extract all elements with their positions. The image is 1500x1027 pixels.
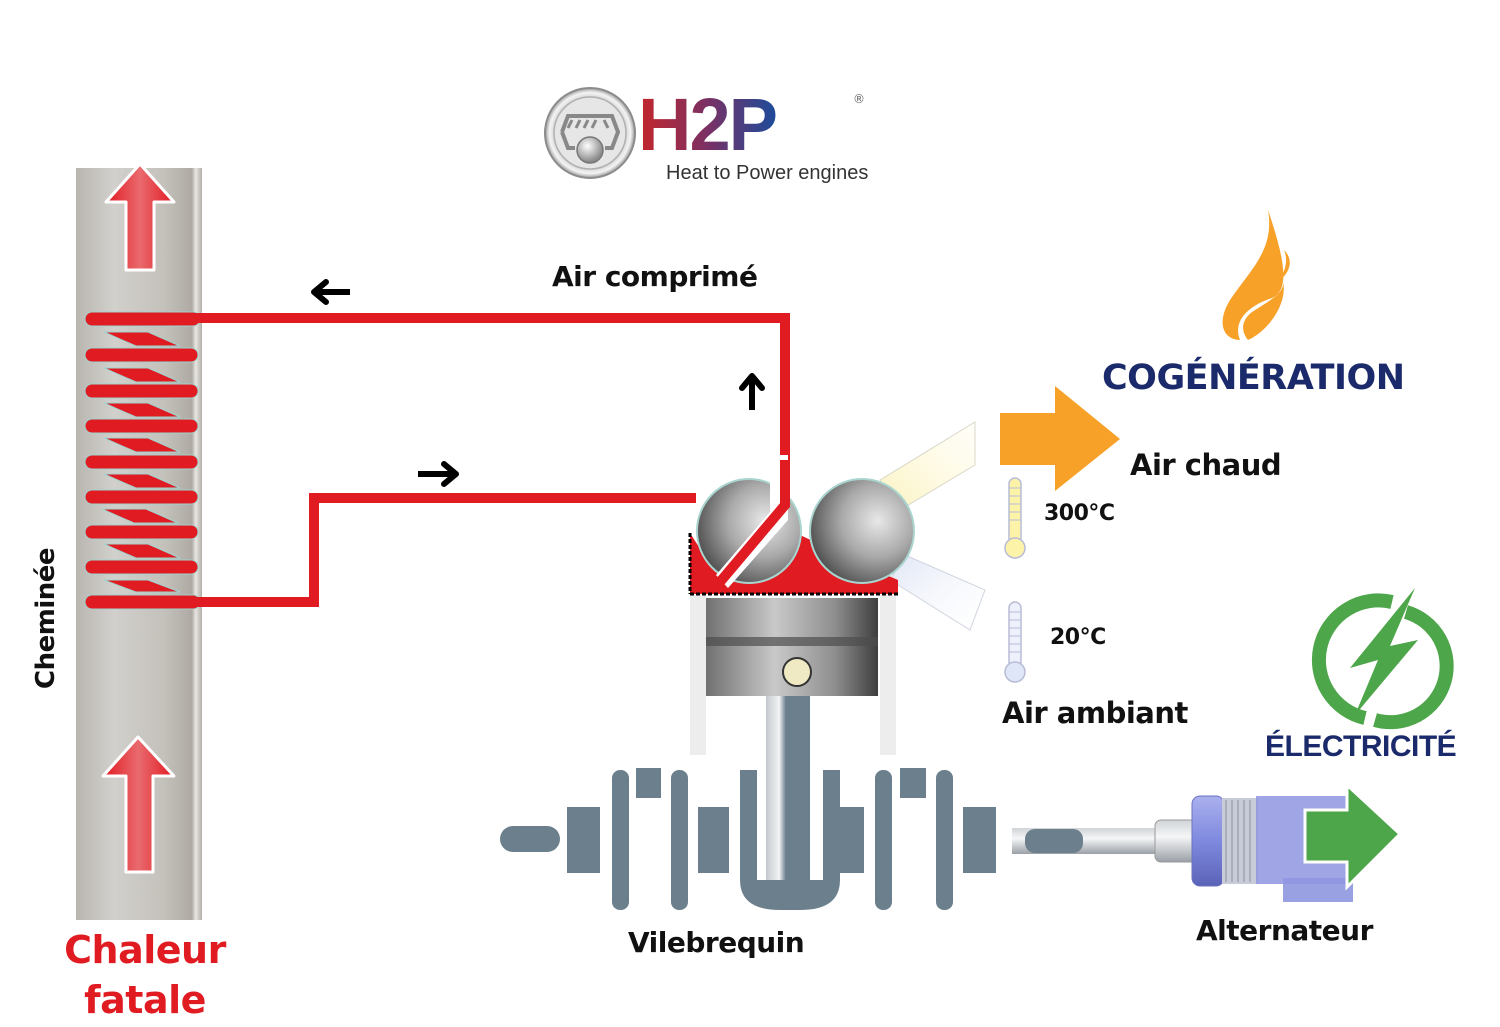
ambient-air-beam (889, 554, 986, 631)
chimney (76, 162, 202, 920)
ambient-thermometer-icon (1004, 601, 1026, 683)
lightning-bolt-icon (1311, 588, 1454, 730)
heat-rising-arrow-bottom-icon (101, 735, 176, 874)
hot-air-output-arrow-icon (1000, 386, 1120, 491)
brand-tagline: Heat to Power engines (666, 162, 869, 184)
flame-icon (1222, 210, 1290, 340)
electricity-output-arrow-icon (1303, 781, 1403, 891)
ambient-temperature-readout: 20°C (1050, 625, 1106, 650)
waste-heat-line-1: Chaleur (64, 928, 226, 972)
crankshaft (500, 696, 996, 910)
exhaust-valve (809, 478, 915, 584)
alternator (1012, 795, 1353, 902)
crankshaft-label: Vilebrequin (628, 926, 805, 959)
piston (706, 598, 878, 696)
ambient-air-label: Air ambiant (1002, 696, 1188, 730)
brand-wordmark: H2P (638, 83, 778, 166)
heat-rising-arrow-top-icon (104, 162, 176, 272)
flow-up-arrow (739, 373, 765, 410)
heat-exchanger-coil (84, 311, 201, 610)
hot-air-label: Air chaud (1130, 448, 1282, 482)
cogeneration-title: COGÉNÉRATION (1102, 358, 1405, 398)
compressed-air-label: Air comprimé (552, 260, 758, 293)
alternator-label: Alternateur (1196, 914, 1373, 947)
waste-heat-label: Chaleur fatale (50, 925, 240, 1025)
registered-mark: ® (853, 92, 865, 106)
hot-temperature-readout: 300°C (1044, 501, 1115, 526)
electricity-title: ÉLECTRICITÉ (1265, 730, 1457, 763)
chimney-label: Cheminée (31, 547, 61, 689)
flow-left-arrow (311, 279, 350, 305)
intake-valve (696, 455, 802, 588)
brand-name: H2P (638, 88, 778, 162)
flow-right-arrow (418, 461, 459, 487)
waste-heat-line-2: fatale (84, 978, 206, 1022)
logo-emblem-icon (544, 87, 636, 179)
h2p-logo (544, 87, 636, 179)
engine-cylinder (688, 455, 915, 755)
hot-thermometer-icon (1004, 477, 1026, 559)
